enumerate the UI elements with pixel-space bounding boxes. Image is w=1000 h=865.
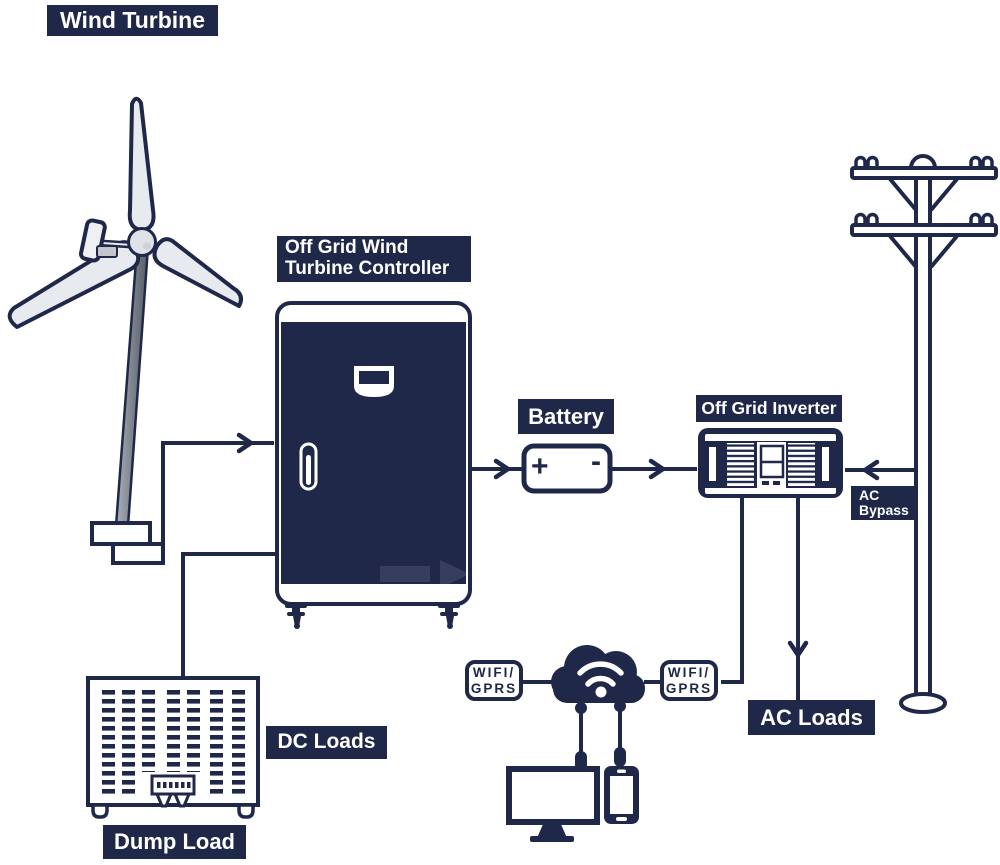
dumpload-vents: [102, 690, 245, 794]
dumpload-terminal: [150, 774, 196, 796]
phone-connector: [614, 747, 626, 767]
battery-icon: [521, 443, 613, 494]
pole-base: [899, 692, 947, 714]
turbine-tail-boom-inner: [101, 242, 132, 246]
wire-arrowheads: [236, 432, 880, 658]
battery-minus-sign: -: [591, 445, 601, 478]
dumpload-leg-2: [172, 792, 192, 808]
battery-label: Battery: [518, 399, 614, 434]
monitor-stand: [537, 822, 567, 838]
wifi-dot: [595, 686, 607, 698]
cloud-stem-dot-left: [575, 702, 587, 714]
phone-icon: [604, 766, 639, 824]
ac-bypass-label-line2: Bypass: [859, 502, 909, 518]
arrow-to-ac-loads: [787, 640, 809, 658]
monitor-icon: [506, 766, 600, 842]
battery-case: [521, 443, 613, 494]
wire-controller-to-dumpload: [181, 552, 275, 676]
wifi-left-line1: WIFI/: [472, 664, 516, 680]
wifi-gprs-box-right: WIFI/ GPRS: [660, 660, 718, 701]
dumpload-foot-left: [91, 803, 109, 819]
dumpload-terminal-pins: [157, 782, 191, 788]
inverter-icon: [698, 428, 843, 498]
cabinet-handle-grip: [306, 455, 311, 485]
turbine-foundation: [90, 521, 152, 546]
dumpload-foot-right: [237, 803, 255, 819]
inverter-slot-left: [709, 447, 716, 481]
inverter-button-2: [773, 481, 780, 485]
dump-load-label: Dump Load: [103, 825, 246, 859]
ac-bypass-label: AC Bypass: [851, 486, 914, 520]
dc-loads-label: DC Loads: [266, 726, 387, 759]
battery-plus-sign: +: [531, 450, 549, 483]
controller-label-line1: Off Grid Wind: [285, 237, 409, 259]
cabinet-handle: [299, 442, 318, 491]
wifi-right-line1: WIFI/: [667, 664, 711, 680]
cabinet-body: [281, 322, 466, 584]
wifi-waves: [577, 661, 624, 687]
phone-screen: [610, 776, 633, 814]
inverter-button-1: [762, 481, 769, 485]
arrow-into-controller: [236, 432, 254, 454]
wind-turbine-label: Wind Turbine: [47, 5, 218, 36]
wire-turbine-to-controller: [161, 441, 274, 554]
pole-insulators: [854, 155, 994, 225]
inverter-slot-right: [822, 447, 829, 481]
phone-button: [616, 817, 627, 821]
turbine-nose: [143, 242, 151, 250]
turbine-hub: [127, 227, 157, 257]
cabinet-watermark: [380, 560, 470, 588]
arrow-ac-bypass: [862, 459, 880, 481]
wifi-left-line2: GPRS: [470, 680, 518, 696]
wind-turbine-icon: [7, 96, 243, 565]
dump-load-icon: [86, 676, 260, 819]
cabinet-display-screen: [359, 371, 389, 384]
turbine-blade-left: [7, 240, 141, 329]
controller-label-line2: Turbine Controller: [285, 258, 450, 279]
utility-pole-icon: [850, 154, 998, 714]
turbine-blade-up: [127, 96, 156, 232]
controller-label: Off Grid Wind Turbine Controller: [277, 236, 471, 282]
ac-bypass-label-line1: AC: [859, 486, 880, 503]
cloud-stem-dot-right: [614, 700, 626, 712]
turbine-blade-right: [152, 237, 243, 308]
wire-inverter-to-wifi: [721, 498, 744, 684]
ac-loads-label: AC Loads: [748, 700, 875, 735]
inverter-vent-left: [727, 443, 754, 487]
cabinet-casters: [285, 602, 460, 629]
cloud-wifi-icon: [551, 645, 645, 771]
controller-cabinet-icon: [275, 301, 472, 629]
turbine-tower: [114, 245, 150, 528]
wifi-gprs-box-left: WIFI/ GPRS: [465, 660, 523, 701]
pole-crossarm-top: [850, 166, 998, 180]
inverter-label: Off Grid Inverter: [696, 395, 842, 422]
arrow-into-battery: [493, 458, 511, 480]
dumpload-leg-1: [154, 792, 174, 808]
turbine-tail-block: [96, 245, 118, 258]
phone-speaker: [617, 769, 626, 773]
pole-top-bump: [909, 154, 937, 169]
inverter-vent-right: [788, 443, 815, 487]
wifi-right-line2: GPRS: [665, 680, 713, 696]
monitor-screen: [506, 766, 600, 825]
arrow-into-inverter: [648, 458, 666, 480]
pole-crossarm-bottom: [850, 223, 998, 237]
monitor-base: [530, 836, 574, 842]
turbine-foundation-step: [111, 542, 165, 565]
pole-braces: [888, 177, 959, 269]
